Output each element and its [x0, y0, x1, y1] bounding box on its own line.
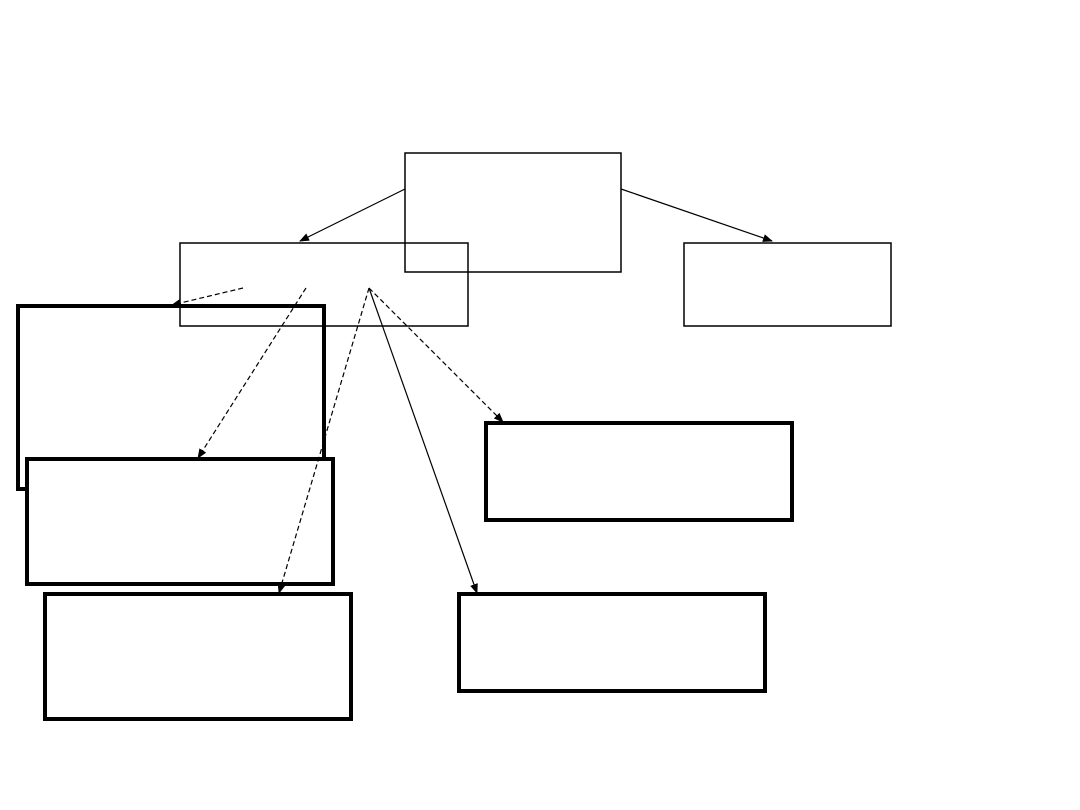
connector-left-mid-to-child-c [277, 287, 370, 594]
box-child-b [25, 457, 335, 586]
box-root [404, 152, 622, 273]
connector-root-to-left-mid [299, 188, 406, 242]
connector-left-mid-to-child-d [368, 287, 504, 423]
connector-left-mid-to-child-b [197, 287, 307, 459]
box-child-e [457, 592, 767, 693]
connector-root-to-right-mid [620, 188, 773, 242]
box-left-mid [179, 242, 469, 327]
box-right-mid [683, 242, 892, 327]
connector-left-mid-to-child-e [368, 287, 478, 594]
box-child-d [484, 421, 794, 522]
connector-left-mid-to-child-a [171, 287, 244, 307]
box-child-c [43, 592, 353, 721]
